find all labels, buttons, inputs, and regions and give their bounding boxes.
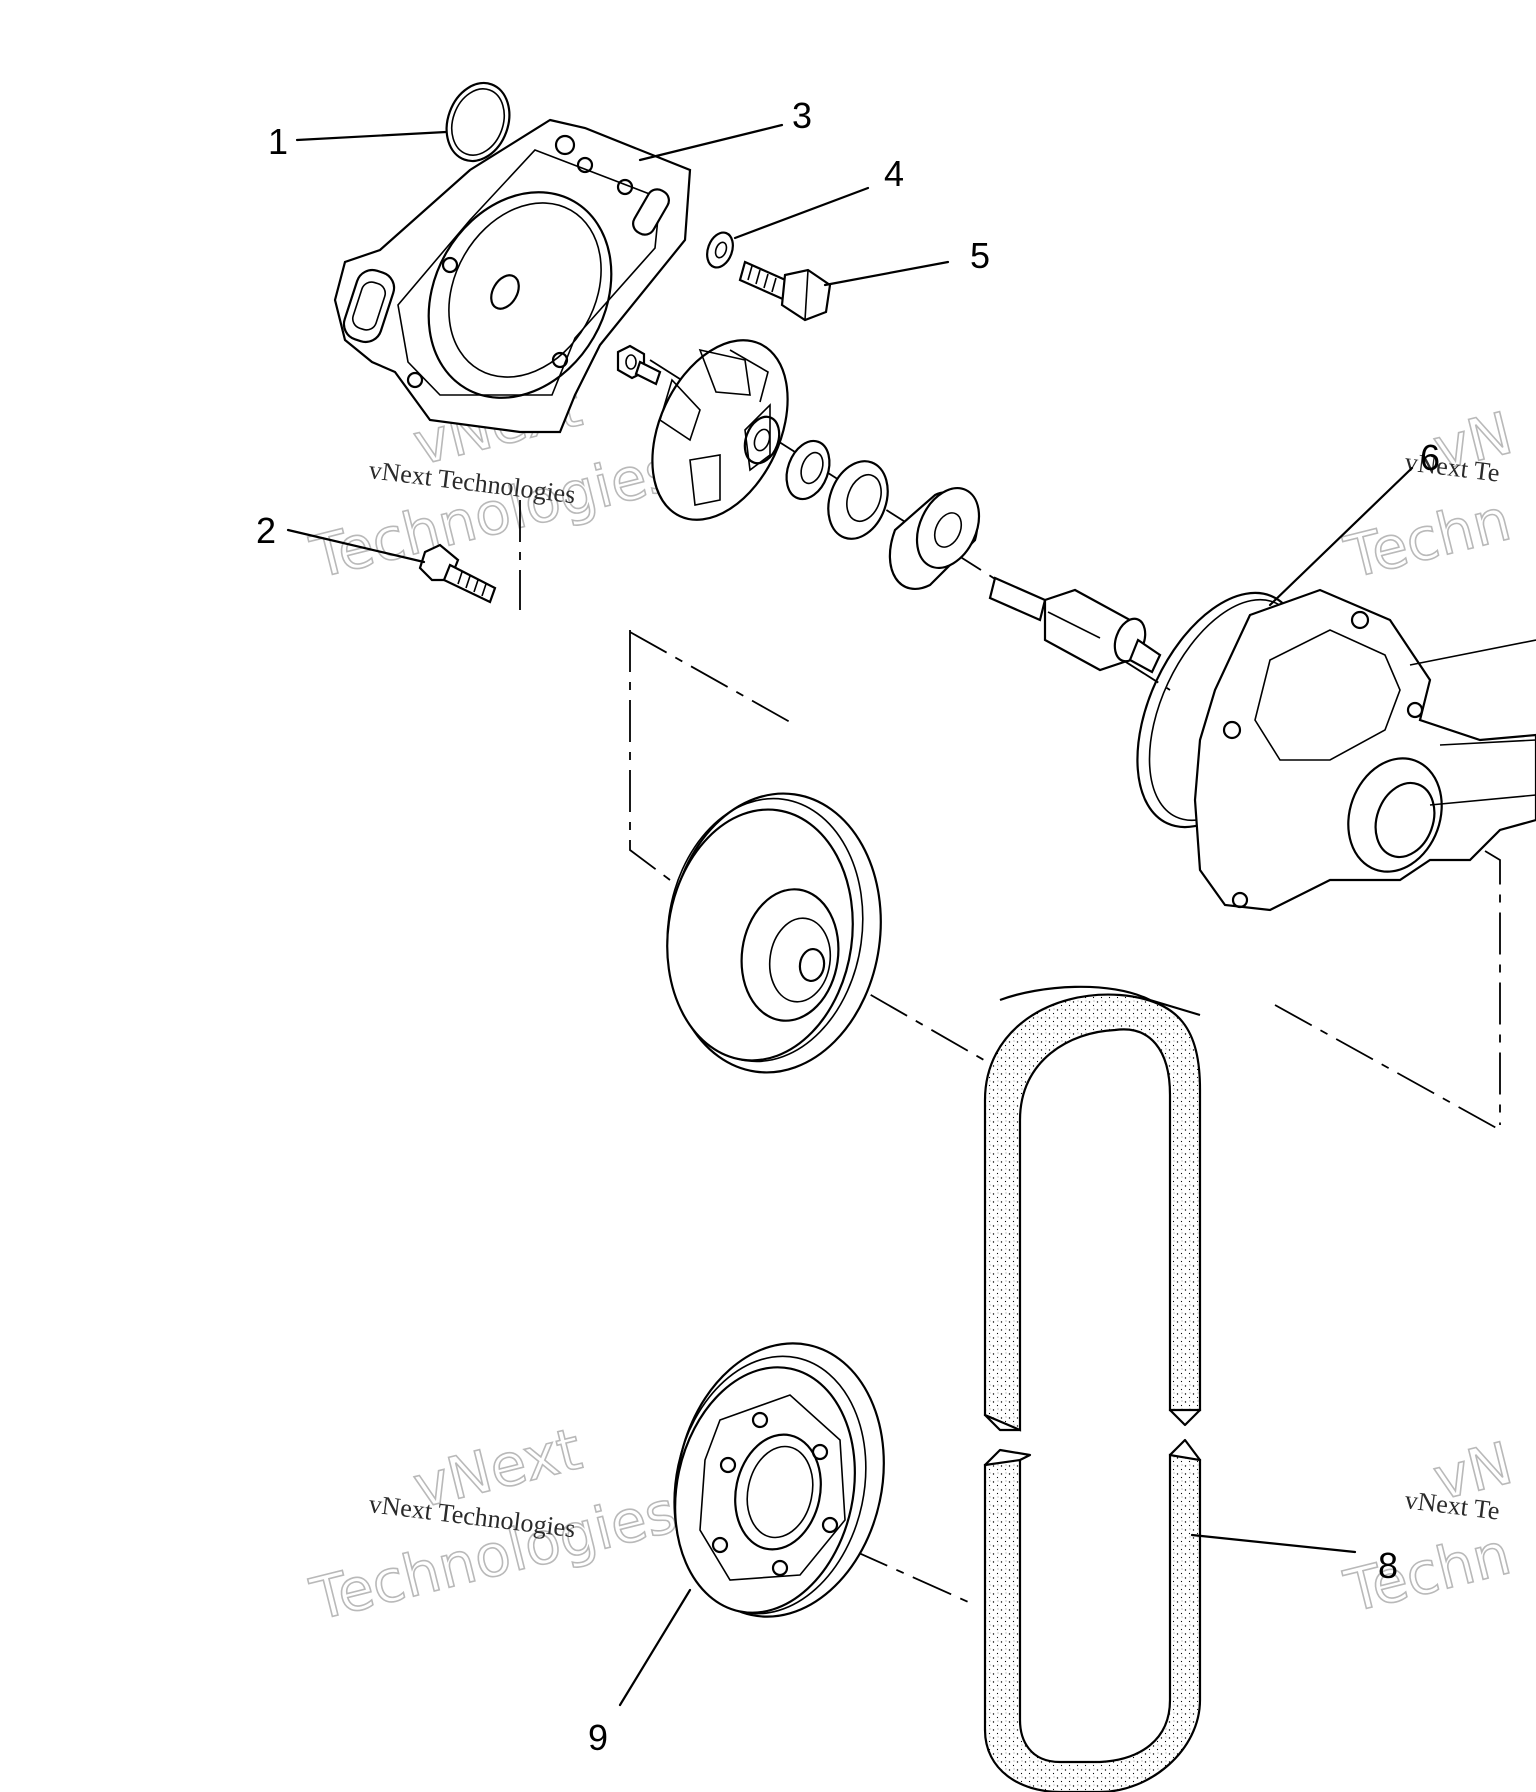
callout-6: 6 <box>1420 437 1440 478</box>
callout-8: 8 <box>1378 1545 1398 1586</box>
part-mechanical-seal <box>888 487 981 591</box>
watermark-group-top-right: vN Techn vNext Te <box>1337 398 1519 593</box>
callout-5: 5 <box>970 235 990 276</box>
callout-2: 2 <box>256 510 276 551</box>
part-crank-pulley <box>673 1342 885 1618</box>
part-pump-shaft <box>988 576 1162 674</box>
part-upper-pulley <box>666 792 882 1074</box>
callout-9: 9 <box>588 1717 608 1758</box>
part-seal-medium <box>827 460 889 540</box>
watermark-group-bottom-left: vNext Technologies vNext Technologies <box>303 1414 684 1635</box>
part-washer <box>706 231 734 269</box>
callout-3: 3 <box>792 95 812 136</box>
callout-4: 4 <box>884 153 904 194</box>
callout-1: 1 <box>268 121 288 162</box>
part-cap-screw <box>418 543 497 604</box>
part-bolt <box>738 260 832 322</box>
watermark-technologies-outline-cut: Techn <box>1338 1519 1517 1626</box>
part-nut <box>616 344 662 386</box>
part-o-ring <box>445 81 511 163</box>
part-impeller <box>651 339 789 521</box>
watermark-technologies-outline-cut: Techn <box>1338 485 1517 592</box>
part-pump-housing <box>1193 588 1536 912</box>
callout-labels: 1 2 3 4 5 6 8 9 <box>256 95 1440 1758</box>
part-pump-cover <box>333 118 692 434</box>
part-drive-belt <box>983 985 1202 1792</box>
callout-leader-lines <box>286 123 1536 1707</box>
watermark-group-bottom-right: vN Techn vNext Te <box>1337 1428 1519 1627</box>
part-seal-small <box>785 439 831 501</box>
